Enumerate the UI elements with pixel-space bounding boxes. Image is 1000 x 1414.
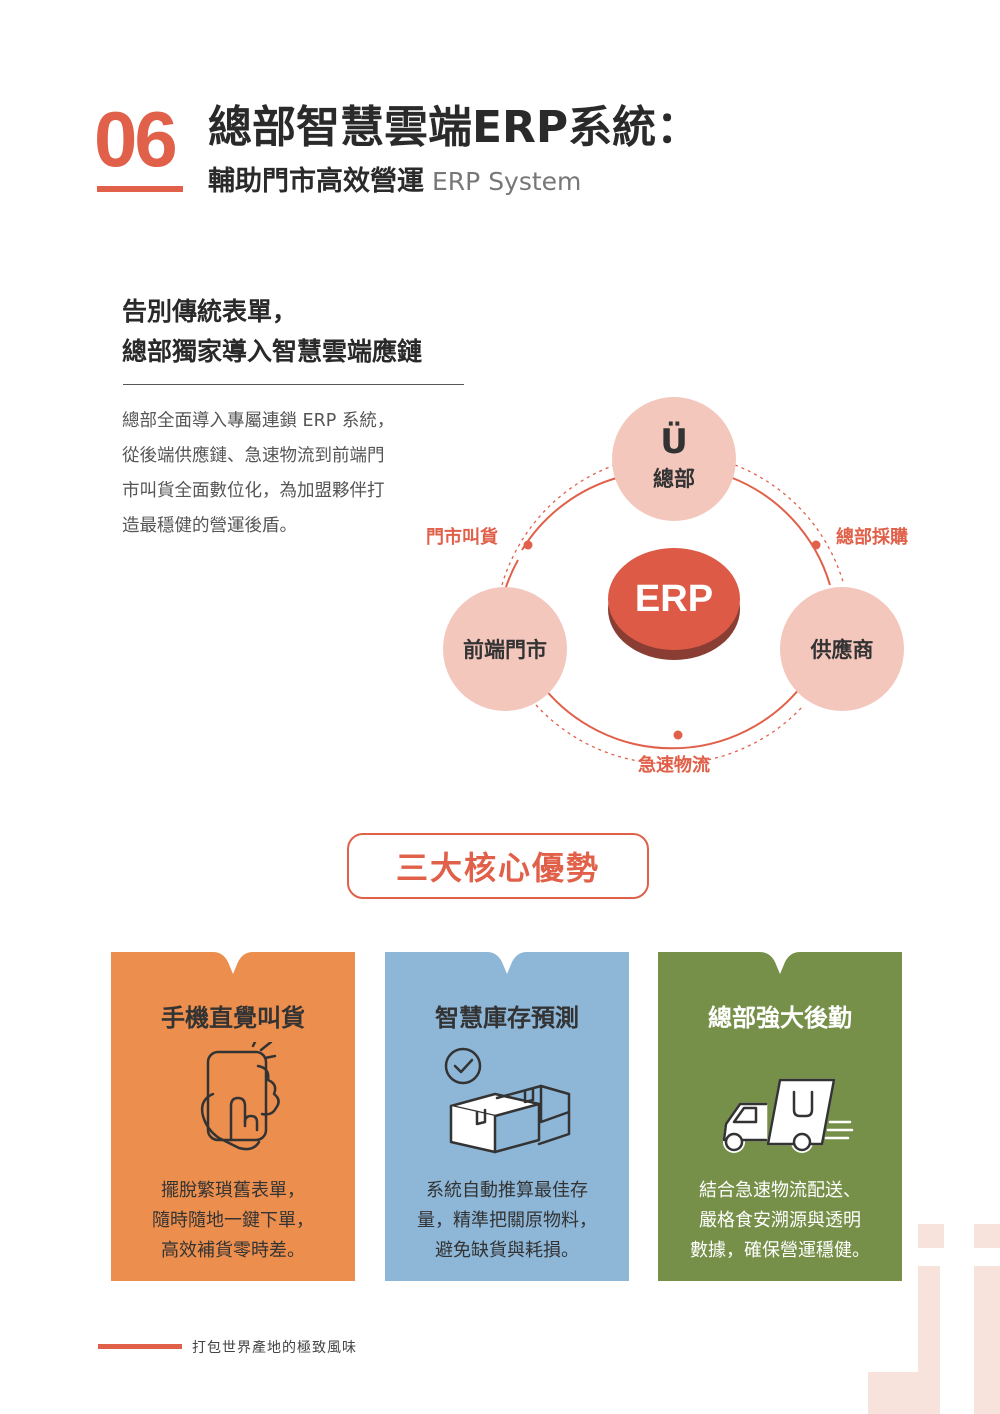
node-front-store: 前端門市 <box>443 587 567 711</box>
edge-label-hq-purchase: 總部採購 <box>836 527 908 548</box>
erp-core-button: ERP <box>608 548 740 660</box>
intro-body-line: 總部全面導入專屬連鎖 ERP 系統， <box>122 411 395 431</box>
intro-heading: 告別傳統表單， 總部獨家導入智慧雲端應鏈 <box>122 292 422 372</box>
card-body-line: 數據，確保營運穩健。 <box>690 1240 870 1261</box>
card-body-line: 隨時隨地一鍵下單， <box>152 1210 314 1231</box>
advantage-card-mobile-ordering: 手機直覺叫貨 擺脫繁瑣舊表單， 隨時隨地一鍵下單， 高效補貨零時差。 <box>111 952 355 1281</box>
intro-heading-line-2: 總部獨家導入智慧雲端應鏈 <box>122 337 423 366</box>
intro-body: 總部全面導入專屬連鎖 ERP 系統， 從後端供應鏈、急速物流到前端門 市叫貨全面… <box>122 404 452 544</box>
footer-accent-bar <box>98 1344 182 1349</box>
card-title: 智慧庫存預測 <box>435 1004 579 1032</box>
node-front-store-label: 前端門市 <box>463 638 547 662</box>
erp-core-label: ERP <box>608 548 740 650</box>
card-body-line: 高效補貨零時差。 <box>161 1240 305 1261</box>
phone-tap-icon <box>200 1042 280 1151</box>
watermark-logo-icon <box>868 1224 1000 1414</box>
node-supplier-label: 供應商 <box>810 638 874 662</box>
boxes-check-icon <box>444 1047 571 1154</box>
card-body-line: 嚴格食安溯源與透明 <box>699 1210 861 1231</box>
card-body-line: 量，精準把關原物料， <box>417 1210 597 1231</box>
card-body: 系統自動推算最佳存 量，精準把關原物料， 避免缺貨與耗損。 <box>385 1176 629 1266</box>
node-supplier: 供應商 <box>780 587 904 711</box>
intro-body-line: 市叫貨全面數位化，為加盟夥伴打 <box>122 481 385 501</box>
card-body-line: 避免缺貨與耗損。 <box>435 1240 579 1261</box>
card-title: 手機直覺叫貨 <box>161 1004 305 1032</box>
card-body: 擺脫繁瑣舊表單， 隨時隨地一鍵下單， 高效補貨零時差。 <box>111 1176 355 1266</box>
card-title: 總部強大後勤 <box>708 1004 852 1032</box>
card-body-line: 系統自動推算最佳存 <box>426 1180 588 1201</box>
page-subtitle-en: ERP System <box>432 167 582 196</box>
intro-heading-line-1: 告別傳統表單， <box>122 297 298 326</box>
edge-label-store-order: 門市叫貨 <box>426 527 498 548</box>
card-body: 結合急速物流配送、 嚴格食安溯源與透明 數據，確保營運穩健。 <box>658 1176 902 1266</box>
chapter-underline <box>97 186 183 192</box>
cycle-ring <box>501 464 845 765</box>
erp-cycle-diagram: Ü 總部 前端門市 供應商 ERP 門市叫貨 總部採購 急速物流 <box>410 385 930 785</box>
chapter-number: 06 <box>94 95 178 183</box>
card-background <box>111 952 355 1281</box>
intro-body-line: 從後端供應鏈、急速物流到前端門 <box>122 446 385 466</box>
card-background <box>385 952 629 1281</box>
advantage-card-hq-logistics: 總部強大後勤 結合急速物流配送、 嚴格食安溯源與透明 數據，確保營運穩健。 <box>658 952 902 1281</box>
intro-body-line: 造最穩健的營運後盾。 <box>122 516 297 536</box>
delivery-truck-icon <box>722 1078 854 1153</box>
footer-tagline: 打包世界產地的極致風味 <box>192 1340 357 1356</box>
card-body-line: 擺脫繁瑣舊表單， <box>161 1180 305 1201</box>
node-headquarters: Ü 總部 <box>612 397 736 521</box>
page-title: 總部智慧雲端ERP系統： <box>208 102 701 153</box>
card-body-line: 結合急速物流配送、 <box>699 1180 861 1201</box>
brand-logo-icon: Ü <box>660 422 688 462</box>
advantages-heading: 三大核心優勢 <box>347 833 649 899</box>
node-headquarters-label: 總部 <box>653 467 695 491</box>
page-subtitle: 輔助門市高效營運 ERP System <box>208 166 581 198</box>
page-subtitle-zh: 輔助門市高效營運 <box>208 166 424 197</box>
advantage-card-inventory-forecast: 智慧庫存預測 系統自動推算最佳存 量，精準把關原物料， 避免缺貨與耗損。 <box>385 952 629 1281</box>
intro-divider <box>123 384 464 385</box>
edge-label-logistics: 急速物流 <box>638 755 710 776</box>
